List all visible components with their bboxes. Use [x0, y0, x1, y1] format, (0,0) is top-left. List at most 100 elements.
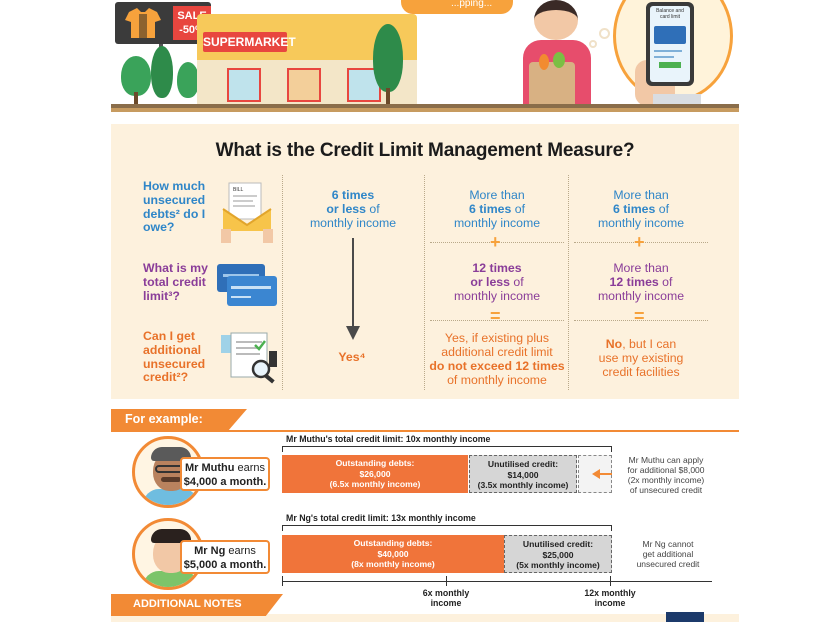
axis-tick: [282, 576, 283, 586]
col1-debts-of: of: [365, 202, 380, 216]
col2-debts-of: of: [511, 202, 526, 216]
ng-outstanding-bar: Outstanding debts: $40,000 (8x monthly i…: [282, 535, 504, 573]
muthu-unused-ratio: (3.5x monthly income): [477, 480, 569, 490]
axis-label-6x-line2: income: [430, 598, 462, 608]
tree-trunk: [134, 92, 138, 106]
muthu-limit-bracket: [282, 446, 612, 452]
muthu-limit-label: Mr Muthu's total credit limit: 10x month…: [286, 434, 491, 444]
phone-text-line: [654, 56, 674, 58]
muthu-unused-amount: $14,000: [507, 469, 539, 480]
muthu-out-label: Outstanding debts:: [335, 458, 415, 468]
muthu-name: Mr Muthu: [184, 462, 235, 474]
ng-unused-ratio: (5x monthly income): [516, 560, 600, 570]
avatar-hair: [151, 529, 191, 543]
phone-credit-card: [654, 26, 686, 44]
ng-note-line3: unsecured credit: [636, 559, 700, 569]
muthu-out-ratio: (6.5x monthly income): [329, 479, 421, 489]
question-limit: What is my total credit limit³?: [143, 261, 215, 303]
tree-icon: [177, 62, 199, 98]
phone-text-line: [654, 50, 682, 52]
ng-note-line1: Mr Ng cannot: [642, 539, 694, 549]
plus-sign: +: [634, 232, 645, 252]
equals-sign: =: [490, 306, 501, 326]
ng-out-ratio: (8x monthly income): [351, 559, 435, 569]
store-name: SUPERMARKET: [203, 32, 296, 52]
col1-debts: 6 times or less of monthly income: [290, 188, 416, 230]
col3-answer: No, but I can use my existing credit fac…: [574, 337, 708, 379]
muthu-out-amount: $26,000: [359, 468, 391, 479]
equals-sign: =: [634, 306, 645, 326]
ng-earning-box: Mr Ng earns $5,000 a month.: [180, 540, 270, 574]
muthu-side-note: Mr Muthu can apply for additional $8,000…: [614, 455, 718, 495]
mustache-icon: [161, 477, 181, 482]
tree-trunk: [386, 88, 390, 106]
col1-answer: Yes⁴: [338, 350, 366, 364]
col2-answer-line4: of monthly income: [447, 373, 547, 387]
row-divider: [430, 320, 564, 321]
avatar-shirt: [143, 571, 199, 587]
col3-limit-more-than: More than: [613, 261, 669, 275]
column-divider: [568, 175, 569, 390]
col2-limit-or-less: or less: [470, 275, 510, 289]
col1-debts-strong: 6 times: [331, 188, 375, 202]
col3-answer-line3: credit facilities: [602, 365, 680, 379]
ng-earns: earns: [225, 545, 256, 557]
muthu-note-line2: for additional $8,000: [627, 465, 705, 475]
muthu-earns: earns: [234, 462, 266, 474]
muthu-note-line4: of unsecured credit: [629, 485, 703, 495]
col2-debts: More than 6 times of monthly income: [430, 188, 564, 230]
left-arrow-shaft: [598, 473, 612, 475]
muthu-unutilised-bar: Unutilised credit: $14,000 (3.5x monthly…: [469, 455, 577, 493]
column-divider: [424, 175, 425, 390]
col1-debts-or-less: or less: [326, 202, 366, 216]
col3-debts-more-than: More than: [613, 188, 669, 202]
ng-side-note: Mr Ng cannot get additional unsecured cr…: [626, 539, 710, 569]
ng-note-line2: get additional: [642, 549, 694, 559]
example-tag: [111, 409, 247, 431]
measure-panel: [111, 124, 739, 399]
axis-tick: [610, 576, 611, 586]
axis-label-6x: 6x monthly income: [406, 588, 486, 608]
shopper-head: [534, 0, 578, 40]
avatar-shirt: [143, 489, 199, 505]
col3-answer-line1: , but I can: [622, 337, 677, 351]
income-axis: [282, 581, 712, 582]
store-window: [227, 68, 261, 102]
ng-out-label: Outstanding debts:: [353, 538, 433, 548]
col2-limit-of: of: [509, 275, 524, 289]
question-debts: How much unsecured debts² do I owe?: [143, 179, 215, 235]
tree-icon: [151, 46, 173, 98]
plus-sign: +: [490, 232, 501, 252]
axis-label-12x-line2: income: [594, 598, 626, 608]
ng-unutilised-bar: Unutilised credit: $25,000 (5x monthly i…: [504, 535, 612, 573]
col2-debts-more-than: More than: [469, 188, 525, 202]
axis-label-12x: 12x monthly income: [570, 588, 650, 608]
bill-envelope-icon: BILL: [221, 182, 273, 243]
document-magnifier-icon: [221, 332, 277, 384]
ground-strip: [111, 108, 739, 112]
question-debts-text: How much unsecured debts² do I owe?: [143, 179, 206, 235]
col2-limit: 12 times or less of monthly income: [430, 261, 564, 303]
ng-limit-label: Mr Ng's total credit limit: 13x monthly …: [286, 513, 476, 523]
grocery-bag-icon: [529, 62, 575, 112]
tree-icon: [373, 24, 403, 92]
shirt-icon: [125, 8, 161, 38]
col3-answer-line2: use my existing: [598, 351, 684, 365]
question-limit-text: What is my total credit limit³?: [143, 261, 208, 303]
col2-debts-strong: 6 times: [468, 202, 512, 216]
thought-dot: [589, 40, 597, 48]
col2-answer-line1: Yes, if existing plus: [444, 331, 550, 345]
col2-debts-income: monthly income: [453, 216, 541, 230]
page-title: What is the Credit Limit Management Meas…: [215, 140, 635, 161]
vegetable-icon: [553, 52, 565, 68]
example-label: For example:: [125, 412, 203, 426]
muthu-earning-box: Mr Muthu earns $4,000 a month.: [180, 457, 270, 491]
svg-text:BILL: BILL: [233, 187, 244, 193]
ng-unused-amount: $25,000: [542, 549, 574, 560]
question-additional: Can I get additional unsecured credit²?: [143, 329, 215, 385]
muthu-note-line3: (2x monthly income): [627, 475, 705, 485]
col3-debts-income: monthly income: [597, 216, 685, 230]
store-window: [287, 68, 321, 102]
col2-limit-income: monthly income: [453, 289, 541, 303]
speech-bubble-text: ...pping...: [451, 0, 493, 9]
